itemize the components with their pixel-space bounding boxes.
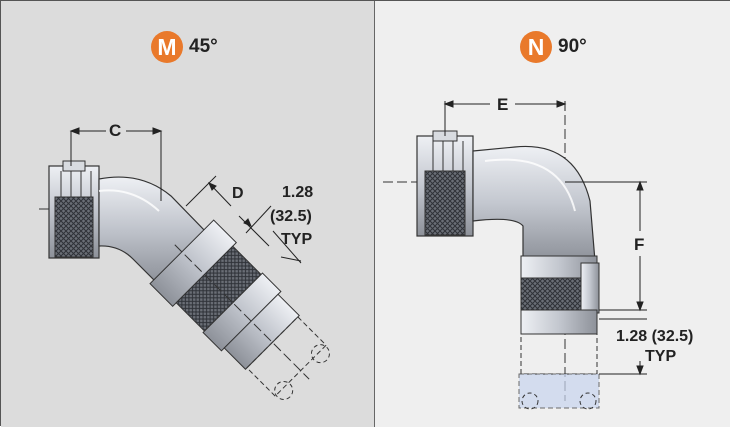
panel-45-title: M 45° [151, 31, 218, 63]
dimension-f [565, 180, 647, 312]
coupling-nut-right [416, 130, 474, 237]
badge-m: M [151, 31, 183, 63]
label-size-right: 1.28 (32.5) [616, 328, 693, 345]
label-size-left-2: (32.5) [270, 208, 312, 225]
cable-clamp-right [518, 255, 600, 410]
angle-45-label: 45° [189, 36, 218, 57]
label-typ-right: TYP [645, 348, 676, 365]
label-d: D [232, 185, 244, 202]
dimension-d [185, 175, 272, 234]
panel-90-title: N 90° [520, 31, 587, 63]
elbow-body-right [472, 145, 596, 262]
dimension-size-right [599, 318, 647, 376]
dimension-e [443, 100, 567, 136]
coupling-nut-left [48, 160, 100, 259]
label-f: F [634, 235, 644, 254]
backshell-45-drawing: C D 1.28 (32.5) TYP [39, 121, 330, 400]
backshell-90-drawing: E F 1.28 (32.5) TYP [383, 95, 693, 410]
label-e: E [497, 95, 508, 114]
label-c: C [109, 121, 121, 140]
label-size-left-1: 1.28 [282, 184, 313, 201]
panel-90-degree: N 90° [375, 1, 730, 427]
dimension-size-left [238, 215, 302, 264]
dimension-c [69, 127, 163, 201]
panel-45-degree: M 45° [1, 1, 375, 427]
cable-clamp-left [149, 219, 330, 400]
angle-90-label: 90° [558, 36, 587, 57]
label-typ-left: TYP [281, 231, 312, 248]
badge-n: N [520, 31, 552, 63]
